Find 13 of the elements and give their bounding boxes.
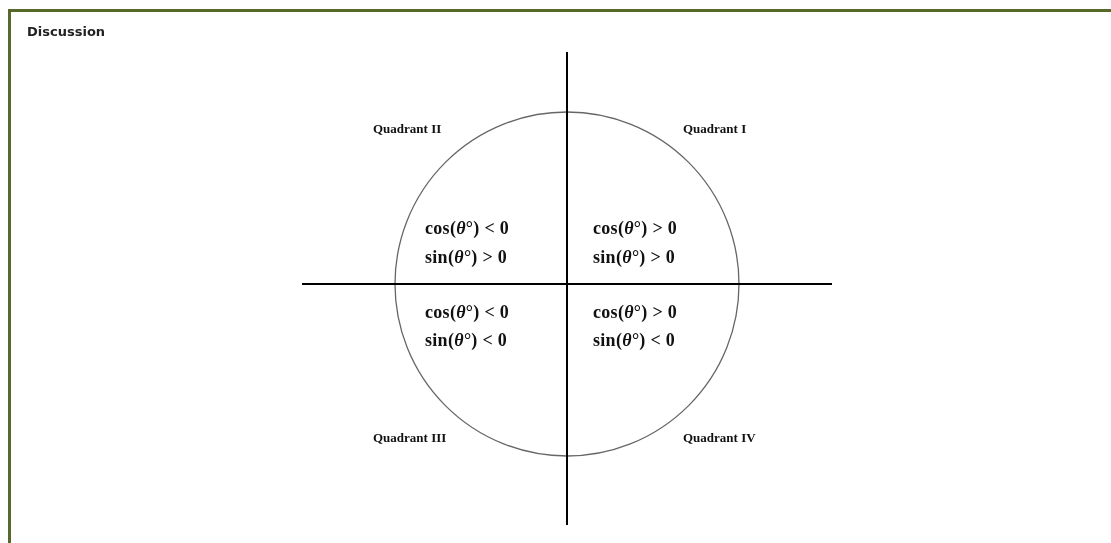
quadrant-label: Quadrant III bbox=[373, 430, 447, 446]
inequality-label: cos(θ°) < 0 bbox=[425, 301, 510, 323]
inequality-label: sin(θ°) < 0 bbox=[593, 329, 676, 351]
inequality-label: cos(θ°) < 0 bbox=[425, 217, 510, 239]
quadrant-label: Quadrant I bbox=[683, 121, 747, 137]
inequality-label: sin(θ°) < 0 bbox=[425, 329, 508, 351]
inequality-label: cos(θ°) > 0 bbox=[593, 217, 678, 239]
inequality-label: sin(θ°) > 0 bbox=[425, 246, 508, 268]
quadrant-label: Quadrant II bbox=[373, 121, 442, 137]
section-title: Discussion bbox=[27, 24, 106, 39]
quadrant-label: Quadrant IV bbox=[683, 430, 756, 446]
inequality-label: cos(θ°) > 0 bbox=[593, 301, 678, 323]
inequality-label: sin(θ°) > 0 bbox=[593, 246, 676, 268]
